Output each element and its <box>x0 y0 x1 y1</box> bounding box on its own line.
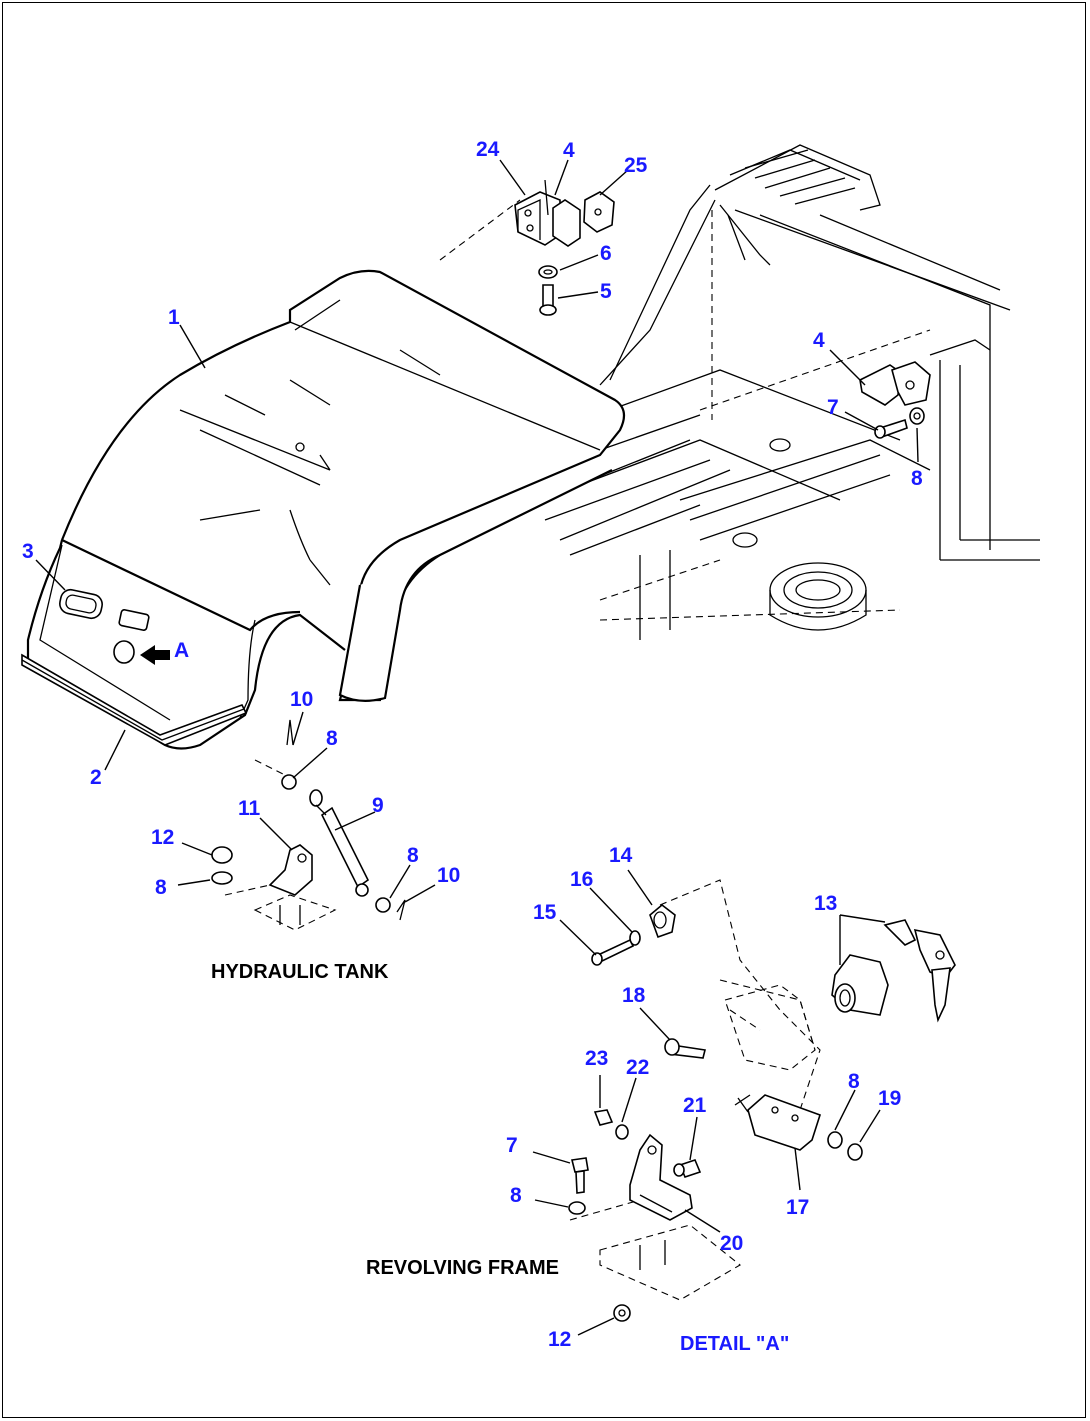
callout-10-top: 10 <box>290 688 313 711</box>
callout-15: 15 <box>533 901 557 924</box>
revolving-frame-background <box>224 144 1040 1221</box>
callout-6: 6 <box>600 242 612 265</box>
callout-22: 22 <box>626 1056 649 1079</box>
callout-2: 2 <box>90 766 102 789</box>
hinge-assembly-top <box>514 179 615 316</box>
callout-12-tank: 12 <box>151 826 174 849</box>
callout-25: 25 <box>624 154 648 177</box>
caption-detail-a: DETAIL "A" <box>680 1333 789 1355</box>
callout-16: 16 <box>570 868 593 891</box>
callout-9: 9 <box>372 794 384 817</box>
callout-7-detail: 7 <box>506 1134 518 1157</box>
callout-5: 5 <box>600 280 612 303</box>
caption-revolving-frame: REVOLVING FRAME <box>366 1257 559 1279</box>
callout-3: 3 <box>22 540 34 563</box>
view-arrow-a <box>140 645 170 665</box>
callout-10-right: 10 <box>437 864 460 887</box>
callout-8-detail-right: 8 <box>848 1070 860 1093</box>
seal-strip-part <box>21 653 248 746</box>
callout-12-detail: 12 <box>548 1328 571 1351</box>
caption-hydraulic-tank: HYDRAULIC TANK <box>211 961 389 983</box>
callout-8-tank-right: 8 <box>407 844 419 867</box>
callout-8-tank-top: 8 <box>326 727 338 750</box>
callout-17: 17 <box>786 1196 809 1219</box>
callout-leader-lines <box>35 159 919 1336</box>
callout-18: 18 <box>622 984 646 1007</box>
callout-20: 20 <box>720 1232 743 1255</box>
callout-21: 21 <box>683 1094 707 1117</box>
callout-1: 1 <box>168 306 180 329</box>
callout-19: 19 <box>878 1087 901 1110</box>
gas-spring-assembly <box>211 719 406 931</box>
callout-4-top: 4 <box>563 139 575 162</box>
lock-detail-assembly <box>568 903 956 1322</box>
engine-hood-cover <box>26 269 626 750</box>
callout-13: 13 <box>814 892 837 915</box>
callout-24: 24 <box>476 138 500 161</box>
callout-23: 23 <box>585 1047 608 1070</box>
callout-8-right: 8 <box>911 467 923 490</box>
hinge-assembly-right <box>859 361 931 439</box>
callout-4-right: 4 <box>813 329 825 352</box>
callout-8-tank-left: 8 <box>155 876 167 899</box>
callout-8-detail-left: 8 <box>510 1184 522 1207</box>
view-marker-a: A <box>174 639 189 662</box>
callout-numbers: 1 2 3 4 4 5 6 7 7 8 8 8 8 8 8 9 10 10 11… <box>22 138 923 1351</box>
callout-14: 14 <box>609 844 633 867</box>
callout-11: 11 <box>238 797 261 820</box>
callout-7-right: 7 <box>827 396 839 419</box>
